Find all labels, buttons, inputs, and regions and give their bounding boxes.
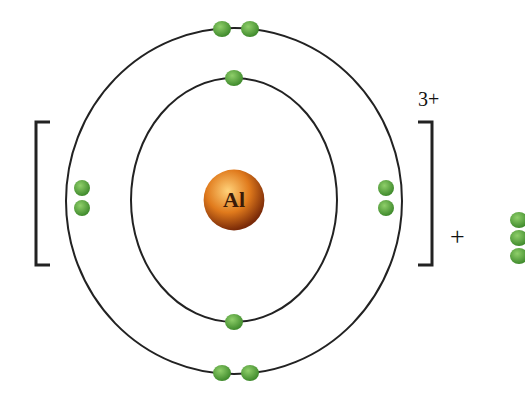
plus-sign: + <box>450 222 465 252</box>
left-bracket <box>36 122 50 265</box>
element-symbol: Al <box>223 187 245 213</box>
outer-shell <box>66 28 402 374</box>
nucleus: Al <box>203 169 265 231</box>
electrons <box>74 21 525 381</box>
right-bracket <box>418 122 432 265</box>
charge-label: 3+ <box>418 88 439 111</box>
inner-shell <box>131 78 337 322</box>
